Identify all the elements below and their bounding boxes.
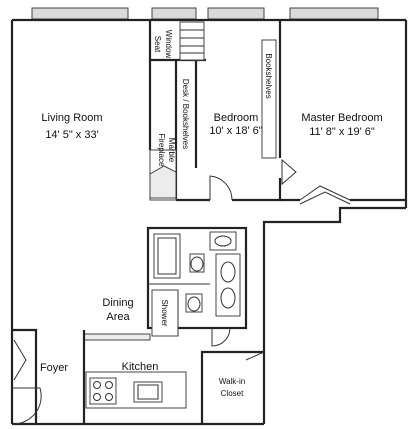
- kitchen-sink: [133, 381, 163, 403]
- window-seat-line1: Window: [164, 30, 173, 59]
- bedroom-closet-door: [281, 158, 297, 186]
- shower-label: Shower: [160, 299, 169, 326]
- foyer-door: [11, 328, 42, 425]
- bedroom-door: [209, 175, 233, 201]
- sink-upper: [209, 231, 237, 251]
- desk-bookshelves-label: Desk / Bookshelves: [181, 79, 190, 149]
- window-master-left: [289, 7, 379, 20]
- kitchen-counter: [85, 371, 187, 409]
- walk-in-closet-line2: Closet: [221, 389, 244, 398]
- bedroom-name: Bedroom: [214, 112, 259, 124]
- vanity-right: [215, 253, 241, 317]
- stove: [89, 377, 117, 405]
- closet-door: [245, 351, 265, 361]
- window-living-room: [31, 7, 129, 20]
- master-bedroom-name: Master Bedroom: [301, 112, 382, 124]
- foyer-closet-wall: [12, 328, 38, 424]
- bathroom: [146, 226, 248, 330]
- master-bedroom-door: [299, 185, 351, 201]
- window-bedroom: [207, 7, 265, 20]
- foyer-name: Foyer: [40, 362, 68, 374]
- window-seat-box: [179, 21, 205, 61]
- window-seat-line2: Seat: [153, 36, 162, 53]
- windows: [31, 7, 379, 20]
- kitchen-walls: [82, 330, 151, 424]
- wall-bedroom-bottom-right: [232, 178, 282, 202]
- marble-fireplace-line2: Fireplace: [157, 134, 166, 167]
- shower-box: [151, 289, 179, 337]
- fireplace-hearth: [149, 165, 177, 199]
- bathroom-outline: [146, 226, 248, 330]
- fireplace-unit: [149, 149, 177, 201]
- living-room-size: 14' 5" x 33': [45, 129, 98, 141]
- walk-in-closet-line1: Walk-in: [219, 377, 245, 386]
- outer-walls: [10, 18, 408, 426]
- dining-area-line1: Dining: [102, 297, 133, 309]
- wall-step-1: [262, 206, 406, 240]
- master-bedroom-size: 11' 8" x 19' 6": [309, 126, 375, 138]
- marble-fireplace-line1: Marble: [167, 138, 176, 163]
- shower-unit: [151, 289, 179, 337]
- window-seat-window: [151, 7, 197, 20]
- window-seat-unit: [179, 21, 205, 61]
- wall-closet: [200, 350, 264, 424]
- bathroom-door: [211, 327, 231, 347]
- bookshelves-unit: [261, 39, 277, 159]
- living-room-name: Living Room: [41, 112, 102, 124]
- entry-door: [11, 387, 42, 425]
- dining-area-line2: Area: [106, 311, 130, 323]
- bedroom-walls: [148, 20, 406, 202]
- bookshelves-label: Bookshelves: [264, 53, 273, 98]
- walk-in-closet: [200, 350, 265, 424]
- bedroom-size: 10' x 18' 6": [209, 125, 262, 137]
- dining-partition: [83, 333, 151, 341]
- kitchen-name: Kitchen: [122, 361, 159, 373]
